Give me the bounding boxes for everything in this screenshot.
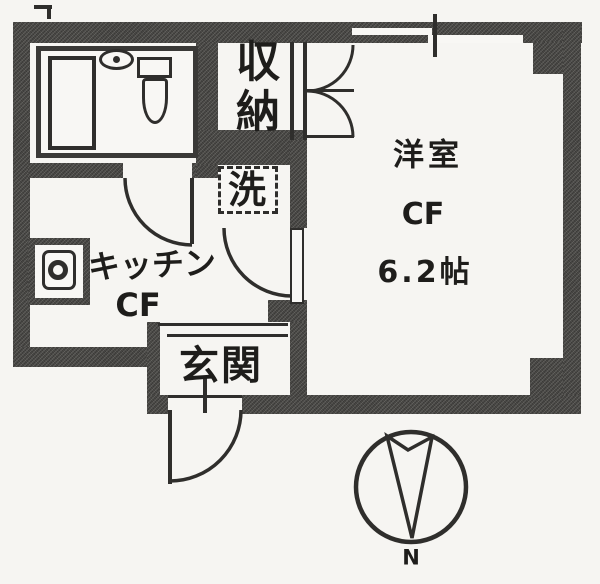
wall-partition-line <box>290 42 294 140</box>
kitchen-label: キッチン <box>87 243 217 287</box>
compass-needle-icon <box>384 432 435 539</box>
closet-door-leaf <box>307 135 354 138</box>
toilet-tank-icon <box>137 57 172 78</box>
western-room-door-leaf <box>290 228 304 304</box>
entrance-door-tick <box>203 377 207 413</box>
wall-right <box>563 22 581 414</box>
scan-artifact <box>34 5 52 9</box>
western-door-arc <box>222 227 293 298</box>
bathroom-door-leaf <box>190 178 194 244</box>
wall-partition <box>290 140 307 228</box>
laundry-box <box>218 166 278 214</box>
wall-partition-line <box>303 42 307 140</box>
wall-bottom <box>147 395 168 414</box>
wall-partition <box>290 305 307 397</box>
storage-label: 収納 <box>228 38 279 138</box>
bathtub-icon <box>48 56 96 150</box>
bathroom-door-arc <box>123 177 193 247</box>
pillar-bottom-right <box>530 358 563 398</box>
wall-left <box>13 22 30 367</box>
entrance-label: 玄関 <box>179 343 263 389</box>
compass-north-label: N <box>402 545 420 570</box>
window-pane <box>352 28 432 35</box>
entrance-door-leaf <box>168 410 172 484</box>
entrance-step-line <box>158 323 288 326</box>
western-room-size-label: 6.2帖 <box>377 255 473 290</box>
wall-kitchen-bottom <box>13 347 160 367</box>
window-center-tick <box>433 14 437 57</box>
wall-partition-stub <box>268 300 307 322</box>
kitchen-floor-label: CF <box>115 286 161 324</box>
laundry-label: 洗 <box>227 168 267 212</box>
entrance-door-arc <box>169 409 243 483</box>
wall-entrance-left <box>147 322 160 412</box>
compass-circle <box>353 429 469 545</box>
closet-door-arc <box>306 89 355 138</box>
closet-door-leaf <box>307 89 354 92</box>
sink-drain-icon <box>113 56 120 63</box>
window-pane <box>428 35 523 43</box>
closet-door-arc <box>306 44 355 93</box>
toilet-bowl-icon <box>142 78 168 124</box>
wall-storage-bottom <box>196 130 307 165</box>
wall-bottom <box>242 395 581 414</box>
stove-burner-icon <box>48 260 68 280</box>
western-room-label: 洋室 <box>393 137 463 174</box>
wall-bath-kitchen <box>28 163 123 178</box>
entrance-step-line <box>167 334 288 337</box>
western-room-floor-label: CF <box>401 197 445 232</box>
scan-artifact <box>47 5 51 19</box>
pillar-top-right <box>533 42 563 74</box>
